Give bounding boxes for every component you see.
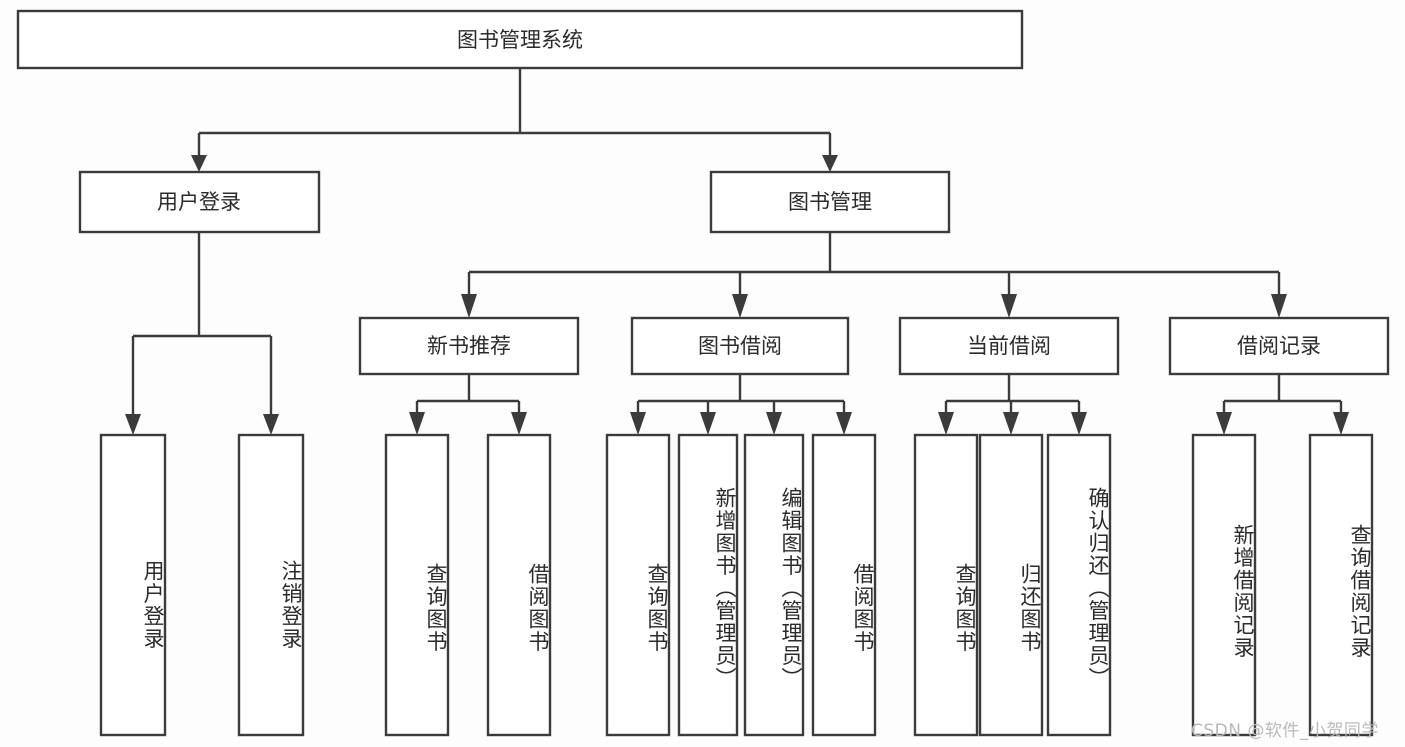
arrowhead-new-book-rec — [461, 294, 477, 318]
leaf-box-query-book-current[interactable] — [913, 433, 979, 737]
leaf-box-return-book[interactable] — [978, 433, 1044, 737]
arrowhead-book-mgmt — [822, 155, 838, 172]
leaf-box-user-login[interactable] — [99, 433, 167, 737]
node-new-book-recommend-box[interactable] — [358, 316, 580, 376]
node-root-box[interactable] — [16, 9, 1024, 70]
leaf-box-borrow-book-newbook[interactable] — [486, 433, 552, 737]
node-root-label: 图书管理系统 — [457, 28, 583, 52]
arrowhead-newbook-leaf-1 — [409, 412, 425, 435]
node-borrow-record-box[interactable] — [1168, 316, 1390, 376]
node-book-borrow-label: 图书借阅 — [698, 334, 782, 358]
node-root[interactable]: 图书管理系统 — [16, 9, 1024, 70]
arrowhead-current-leaf-2 — [1003, 412, 1019, 435]
arrowhead-borrow-leaf-4 — [836, 412, 852, 435]
node-current-borrow-label: 当前借阅 — [967, 334, 1051, 358]
arrowhead-borrow-leaf-1 — [630, 412, 646, 435]
arrowhead-record-leaf-1 — [1216, 412, 1232, 435]
leaf-box-query-book-newbook[interactable] — [384, 433, 450, 737]
leaf-box-query-borrow-record[interactable] — [1308, 433, 1374, 737]
leaf-box-add-book-admin[interactable] — [677, 433, 739, 737]
node-current-borrow-box[interactable] — [898, 316, 1120, 376]
node-new-book-recommend[interactable]: 新书推荐 — [358, 316, 580, 376]
arrowhead-record-leaf-2 — [1333, 412, 1349, 435]
arrowhead-current-leaf-1 — [938, 412, 954, 435]
arrowhead-current-leaf-3 — [1071, 412, 1087, 435]
node-borrow-record[interactable]: 借阅记录 — [1168, 316, 1390, 376]
watermark-text: CSDN @软件_小贺同学 — [1191, 721, 1379, 741]
arrowhead-user-login — [191, 155, 207, 172]
node-user-login[interactable]: 用户登录 — [78, 170, 321, 234]
leaf-box-group — [99, 433, 1374, 737]
arrowhead-borrow-record — [1271, 294, 1287, 318]
arrowhead-current-borrow — [1001, 294, 1017, 318]
node-new-book-recommend-label: 新书推荐 — [427, 334, 511, 358]
leaf-box-confirm-return-admin[interactable] — [1046, 433, 1112, 737]
node-book-management[interactable]: 图书管理 — [709, 170, 951, 234]
node-user-login-box[interactable] — [78, 170, 321, 234]
arrowhead-borrow-leaf-2 — [700, 412, 716, 435]
arrowhead-book-borrow — [732, 294, 748, 318]
node-book-borrow[interactable]: 图书借阅 — [630, 316, 850, 376]
arrowhead-leaf-logout — [263, 414, 279, 435]
arrowhead-borrow-leaf-3 — [766, 412, 782, 435]
node-user-login-label: 用户登录 — [157, 190, 241, 214]
leaf-box-borrow-book-borrow[interactable] — [811, 433, 877, 737]
node-book-management-box[interactable] — [709, 170, 951, 234]
connector-group — [125, 68, 1349, 435]
node-book-management-label: 图书管理 — [788, 190, 872, 214]
leaf-box-edit-book-admin[interactable] — [743, 433, 805, 737]
leaf-box-query-book-borrow[interactable] — [605, 433, 671, 737]
leaf-box-logout[interactable] — [237, 433, 305, 737]
node-borrow-record-label: 借阅记录 — [1237, 334, 1321, 358]
leaf-box-add-borrow-record[interactable] — [1191, 433, 1257, 737]
node-book-borrow-box[interactable] — [630, 316, 850, 376]
arrowhead-leaf-user-login — [125, 414, 141, 435]
node-current-borrow[interactable]: 当前借阅 — [898, 316, 1120, 376]
arrowhead-newbook-leaf-2 — [511, 412, 527, 435]
